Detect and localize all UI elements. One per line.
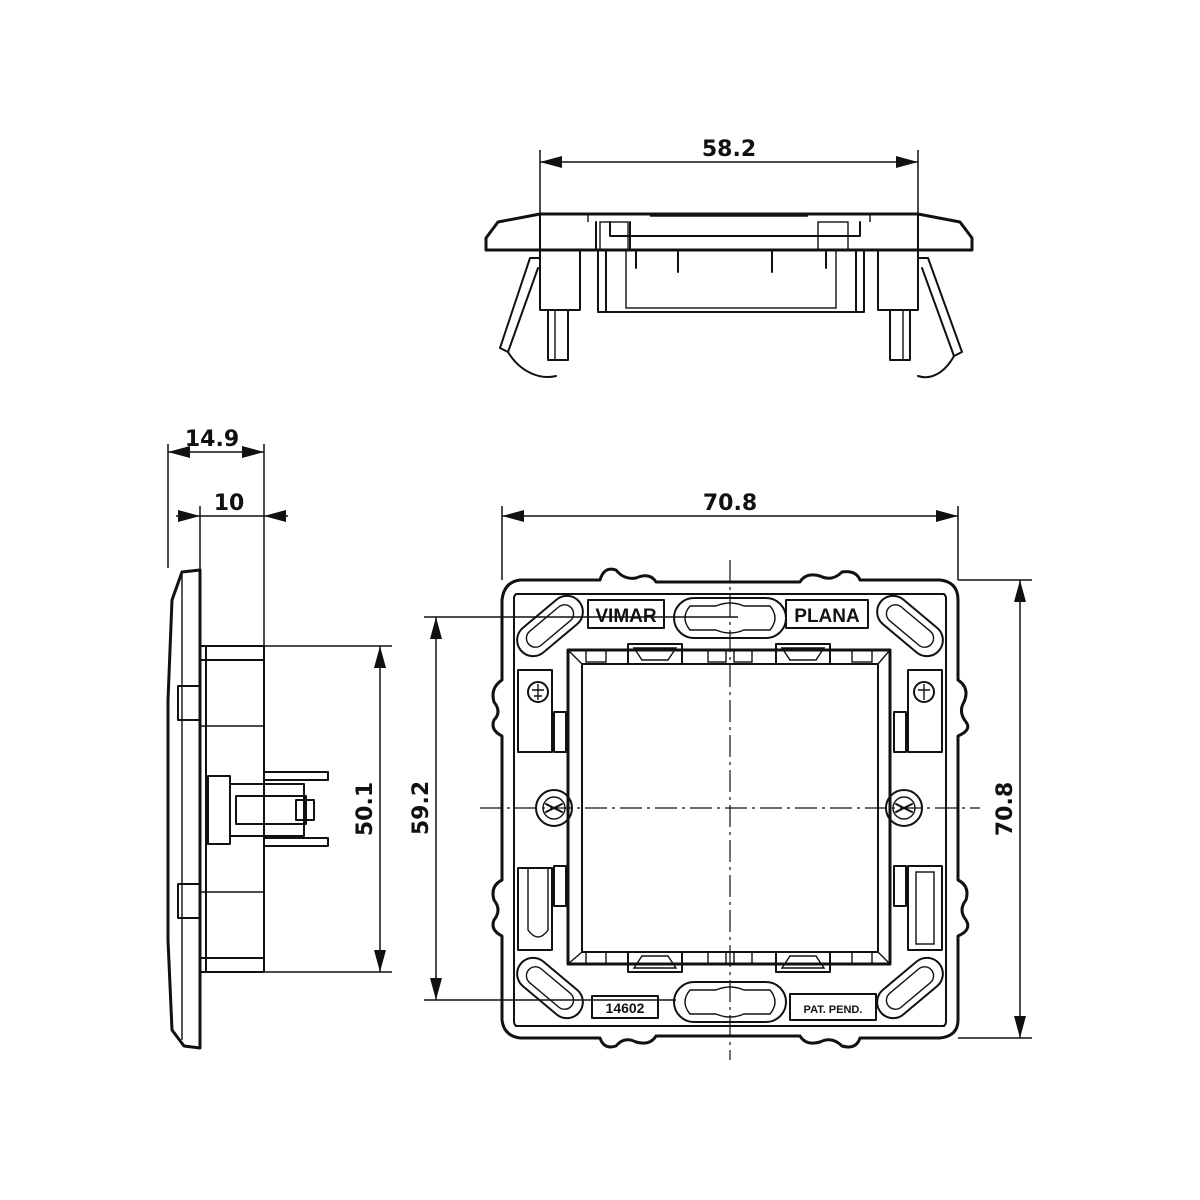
corner-slot-bottom-left	[516, 956, 584, 1020]
left-side-features	[517, 669, 567, 951]
top-view-outline	[484, 212, 974, 379]
front-inner-height-label: 59.2	[409, 781, 434, 835]
patent-plate: PAT. PEND.	[789, 993, 877, 1021]
side-inner-depth-label: 10	[214, 491, 245, 516]
corner-slot-bottom-right	[876, 956, 944, 1020]
side-inner-depth-dimension: 10	[176, 491, 288, 570]
earth-symbol-icon	[527, 681, 549, 703]
front-width-dimension: 70.8	[501, 491, 959, 580]
front-width-label: 70.8	[703, 491, 757, 516]
top-view: 58.2	[484, 137, 974, 379]
front-view: VIMAR PLANA 14602 PAT. PEND.	[409, 491, 1032, 1060]
inner-frame	[566, 648, 892, 966]
top-width-dimension: 58.2	[539, 137, 919, 214]
code-label: 14602	[606, 1000, 645, 1016]
front-inner-height-dimension: 59.2	[409, 616, 738, 1001]
top-width-label: 58.2	[702, 137, 756, 162]
code-plate: 14602	[591, 995, 659, 1019]
series-label: PLANA	[794, 606, 860, 627]
corner-slot-top-right	[876, 594, 944, 658]
side-height-dimension: 50.1	[264, 645, 392, 973]
side-depth-dimension: 14.9	[167, 427, 265, 646]
top-clip-row	[585, 643, 873, 665]
right-side-features	[893, 669, 943, 951]
series-plate: PLANA	[785, 599, 869, 629]
corner-slot-top-left	[516, 594, 584, 658]
earth-symbol-icon	[913, 681, 935, 703]
side-depth-label: 14.9	[185, 427, 239, 452]
bottom-clip-row	[585, 951, 873, 973]
side-view: 14.9 10 50.1	[166, 427, 392, 1050]
front-height-label: 70.8	[993, 782, 1018, 836]
front-height-dimension: 70.8	[958, 579, 1032, 1039]
brand-plate: VIMAR	[587, 599, 665, 629]
front-frame-outline	[491, 567, 970, 1049]
patent-label: PAT. PEND.	[804, 1004, 863, 1016]
side-height-label: 50.1	[353, 782, 378, 836]
side-view-outline	[166, 568, 329, 1050]
